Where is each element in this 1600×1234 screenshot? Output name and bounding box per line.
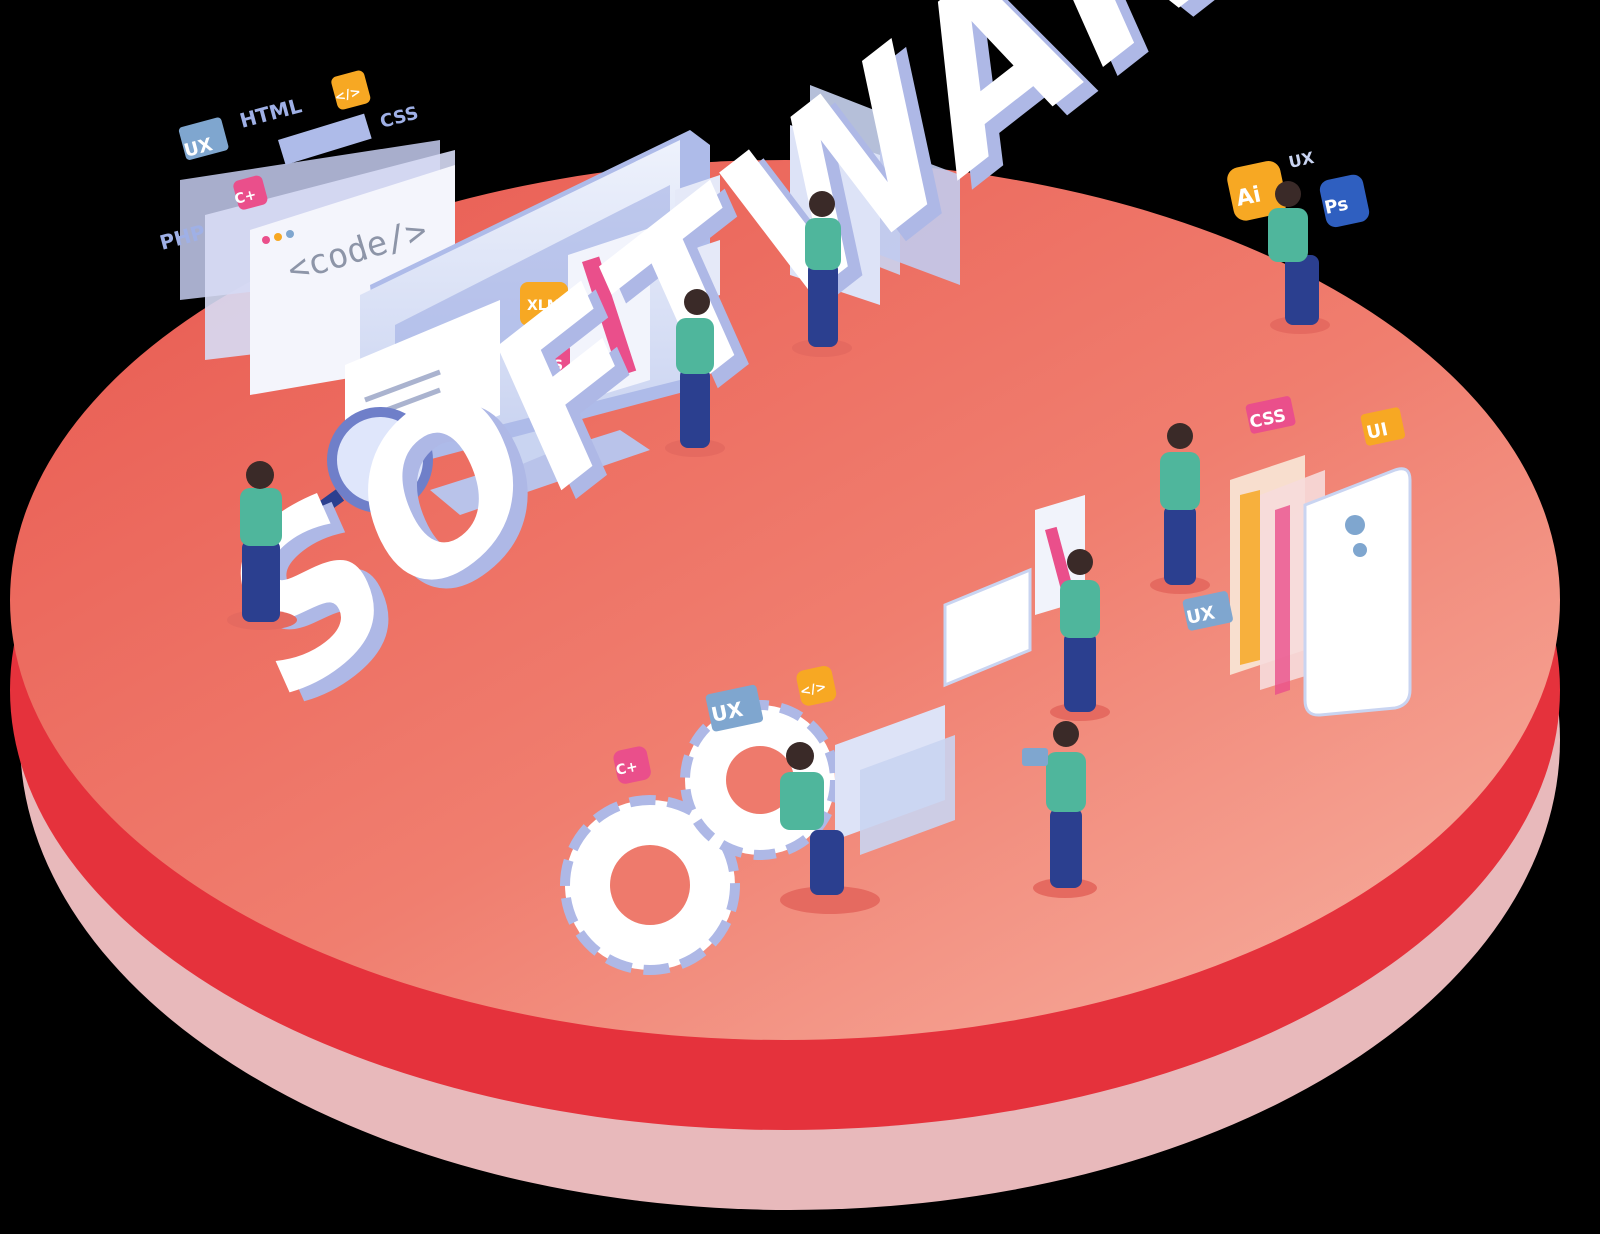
svg-text:CSS: CSS [378, 103, 421, 133]
tag-ai: Ai [1227, 161, 1287, 221]
svg-text:UI: UI [1365, 419, 1390, 444]
person-magnifier [227, 461, 297, 630]
tag-xlm-monitor: XLM [520, 282, 568, 326]
tag-html-top: HTML [237, 93, 304, 133]
person-bottom-right [1022, 721, 1097, 898]
svg-text:C+: C+ [233, 187, 258, 208]
svg-text:XLM: XLM [527, 298, 561, 314]
svg-text:Ai: Ai [1234, 182, 1263, 212]
svg-text:CSS: CSS [533, 358, 563, 374]
tag-ux-bottom: UX [705, 684, 764, 732]
tag-css-top: CSS [378, 103, 421, 133]
tag-ux-right: UX [1182, 591, 1233, 631]
tag-css-monitor: CSS [526, 342, 570, 386]
tag-ux-top-right: UX [1287, 148, 1316, 172]
svg-text:</>: </> [799, 680, 828, 700]
floating-panels-bottom [835, 705, 955, 855]
svg-text:</>: </> [333, 85, 363, 106]
tag-cplus-top: C+ [233, 175, 268, 210]
gear-icon [560, 795, 740, 975]
browser-windows-right [943, 495, 1085, 688]
tag-ps: Ps [1319, 174, 1370, 228]
person-monitor [665, 289, 725, 457]
person-top-right [1268, 181, 1330, 334]
svg-text:HTML: HTML [237, 93, 304, 133]
tag-code-bottom: </> [796, 666, 837, 706]
tag-cplus-bottom: C+ [613, 746, 651, 784]
tag-ux-top-left: UX [178, 117, 229, 162]
person-gear [780, 742, 880, 914]
svg-text:Ps: Ps [1323, 193, 1350, 218]
person-top-center [792, 191, 852, 357]
tag-code-top: </> [331, 70, 371, 110]
tag-ui-right: UI [1360, 407, 1406, 446]
phone-screens [1230, 455, 1412, 717]
svg-text:UX: UX [1287, 148, 1316, 172]
person-center-right [1050, 549, 1110, 721]
person-right [1150, 423, 1210, 594]
svg-text:C+: C+ [615, 759, 640, 779]
smartphone [1303, 467, 1412, 717]
magnifier [280, 407, 433, 541]
